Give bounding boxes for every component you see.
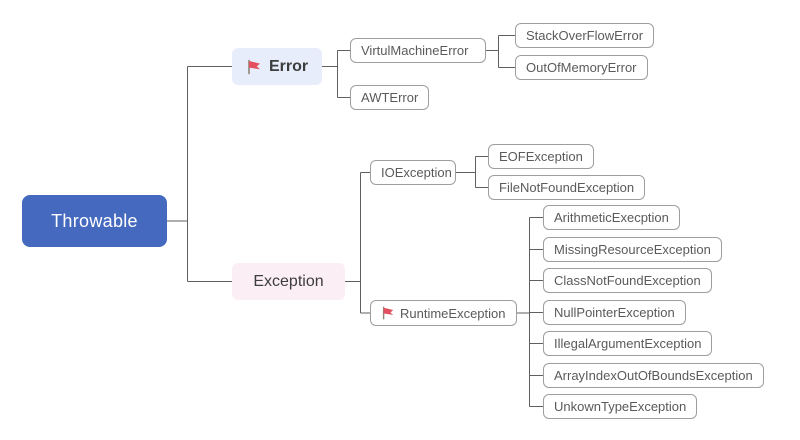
node-error[interactable]: Error (232, 48, 322, 85)
node-null-pointer-exception[interactable]: NullPointerException (543, 300, 686, 325)
node-label: EOFException (499, 149, 583, 164)
node-missing-resource-exception[interactable]: MissingResourceException (543, 237, 722, 262)
node-runtime-exception[interactable]: RuntimeException (370, 300, 517, 326)
node-arithmetic-execption[interactable]: ArithmeticExecption (543, 205, 680, 230)
node-label: OutOfMemoryError (526, 60, 637, 75)
node-awt-error[interactable]: AWTError (350, 85, 430, 110)
node-out-of-memory-error[interactable]: OutOfMemoryError (515, 55, 648, 80)
node-label: VirtulMachineError (361, 43, 469, 58)
node-eof-exception[interactable]: EOFException (488, 144, 594, 169)
node-exception[interactable]: Exception (232, 263, 345, 300)
node-label: Error (268, 57, 309, 75)
node-label: IllegalArgumentException (554, 336, 702, 351)
node-label: FileNotFoundException (499, 180, 635, 195)
node-illegal-argument-exception[interactable]: IllegalArgumentException (543, 331, 713, 356)
flag-icon (248, 59, 260, 74)
node-label: RuntimeException (400, 305, 506, 321)
node-label: MissingResourceException (554, 242, 711, 257)
node-label: ClassNotFoundException (554, 273, 701, 288)
node-label: NullPointerException (554, 305, 675, 320)
node-file-not-found-exception[interactable]: FileNotFoundException (488, 175, 646, 200)
node-throwable[interactable]: Throwable (22, 195, 167, 247)
node-class-not-found-exception[interactable]: ClassNotFoundException (543, 268, 712, 293)
node-label: StackOverFlowError (526, 28, 644, 43)
node-array-index-out-of-bounds-exception[interactable]: ArrayIndexOutOfBoundsException (543, 363, 764, 388)
node-label: UnkownTypeException (554, 399, 687, 414)
node-unkown-type-exception[interactable]: UnkownTypeException (543, 394, 698, 419)
node-label: AWTError (361, 90, 419, 105)
node-label: ArithmeticExecption (554, 210, 669, 225)
node-io-exception[interactable]: IOException (370, 160, 456, 185)
node-label: ArrayIndexOutOfBoundsException (554, 368, 753, 383)
node-label: IOException (381, 165, 452, 180)
flag-icon (382, 306, 394, 320)
node-stack-overflow-error[interactable]: StackOverFlowError (515, 23, 655, 48)
node-label: Throwable (51, 210, 138, 231)
node-label: Exception (253, 272, 324, 290)
node-virtul-machine-error[interactable]: VirtulMachineError (350, 38, 486, 63)
